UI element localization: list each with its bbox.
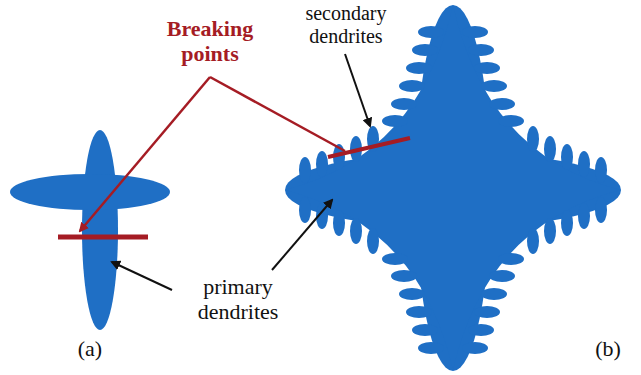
- pointer-arrow: [272, 200, 332, 270]
- panel-label: (a): [70, 336, 110, 361]
- leader-line: [210, 77, 345, 151]
- panel-label: (b): [588, 336, 628, 361]
- breaking-label: Breaking points: [158, 16, 262, 67]
- dendrite-b: [285, 5, 621, 371]
- pointer-arrow: [112, 262, 172, 290]
- pointer-arrow: [345, 54, 370, 126]
- secondary-label: secondary dendrites: [290, 2, 402, 48]
- breaking-mark: [58, 235, 148, 240]
- leader-line: [80, 77, 210, 231]
- dendrite-a: [10, 130, 170, 330]
- primary-label: primary dendrites: [178, 274, 298, 325]
